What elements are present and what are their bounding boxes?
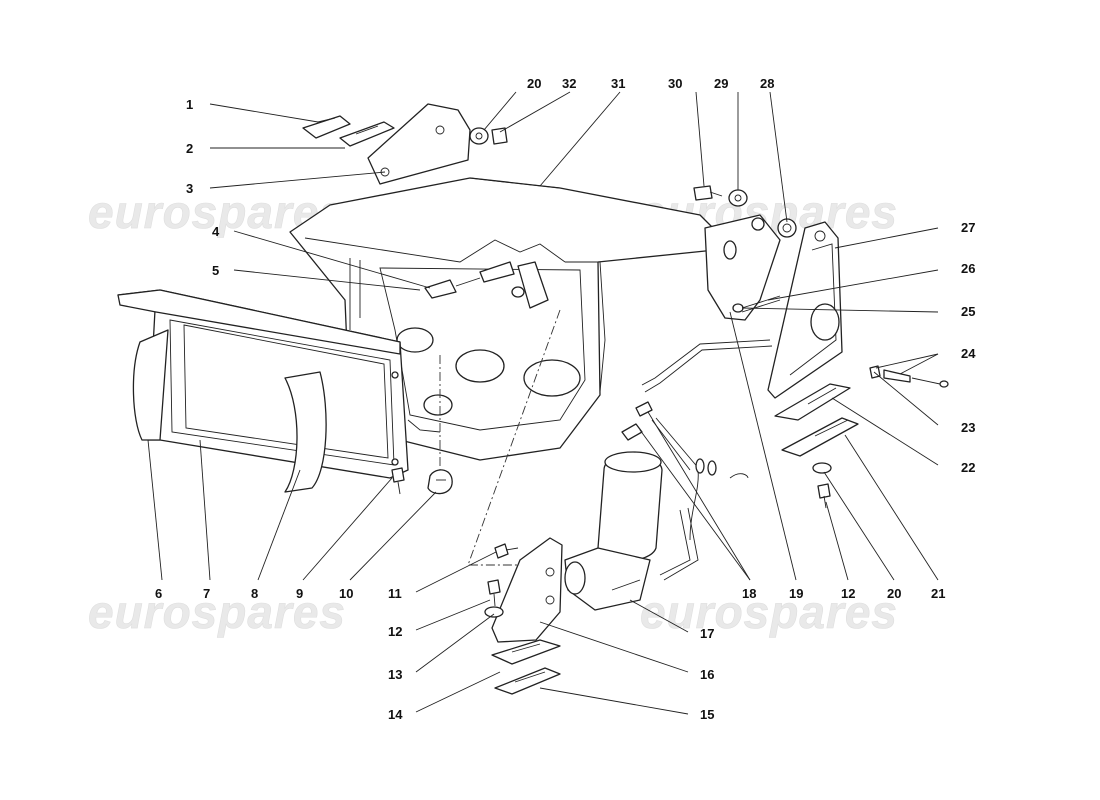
callout-16: 16 <box>700 667 714 682</box>
callout-3: 3 <box>186 181 193 196</box>
headlamp-bezel <box>117 289 409 479</box>
callout-26: 26 <box>961 261 975 276</box>
right-shims <box>774 383 859 457</box>
retaining-clips <box>302 115 395 147</box>
callout-30: 30 <box>668 76 682 91</box>
callout-20-right: 20 <box>887 586 901 601</box>
callout-labels: 1 2 3 4 5 6 7 8 9 10 11 12 12 13 14 15 1… <box>155 76 976 722</box>
watermark-bottom-left: eurospares <box>88 586 346 638</box>
callout-18: 18 <box>742 586 756 601</box>
callout-29: 29 <box>714 76 728 91</box>
left-lower-fasteners <box>484 543 519 618</box>
cable-clip <box>427 469 453 495</box>
callout-28: 28 <box>760 76 774 91</box>
parts-layer <box>117 103 949 695</box>
leader-lines <box>147 91 939 715</box>
adjuster-motor <box>564 451 749 611</box>
right-trim-strip <box>284 371 327 493</box>
motor-bracket <box>491 537 563 643</box>
callout-32: 32 <box>562 76 576 91</box>
callout-25: 25 <box>961 304 975 319</box>
callout-24: 24 <box>961 346 976 361</box>
top-washer-nut <box>469 127 508 145</box>
watermark-top-left: eurospares <box>88 186 346 238</box>
callout-19: 19 <box>789 586 803 601</box>
callout-7: 7 <box>203 586 210 601</box>
callout-20-top: 20 <box>527 76 541 91</box>
callout-12-right: 12 <box>841 586 855 601</box>
callout-21: 21 <box>931 586 945 601</box>
callout-5: 5 <box>212 263 219 278</box>
callout-6: 6 <box>155 586 162 601</box>
callout-1: 1 <box>186 97 193 112</box>
callout-8: 8 <box>251 586 258 601</box>
callout-9: 9 <box>296 586 303 601</box>
callout-23: 23 <box>961 420 975 435</box>
callout-2: 2 <box>186 141 193 156</box>
callout-15: 15 <box>700 707 714 722</box>
callout-13: 13 <box>388 667 402 682</box>
callout-27: 27 <box>961 220 975 235</box>
callout-31: 31 <box>611 76 625 91</box>
right-bolts <box>869 365 949 388</box>
bezel-screw <box>391 467 405 495</box>
linkage-rod <box>641 339 773 393</box>
side-arm-bracket <box>767 221 843 399</box>
adjuster-rods <box>424 261 549 309</box>
callout-14: 14 <box>388 707 403 722</box>
watermark-bottom-right: eurospares <box>640 586 898 638</box>
lower-shims <box>491 639 561 695</box>
callout-10: 10 <box>339 586 353 601</box>
assembly-centerlines <box>439 309 561 566</box>
callout-4: 4 <box>212 224 220 239</box>
callout-11: 11 <box>388 586 402 601</box>
callout-17: 17 <box>700 626 714 641</box>
callout-12-left: 12 <box>388 624 402 639</box>
callout-22: 22 <box>961 460 975 475</box>
right-lower-fasteners <box>812 462 832 509</box>
